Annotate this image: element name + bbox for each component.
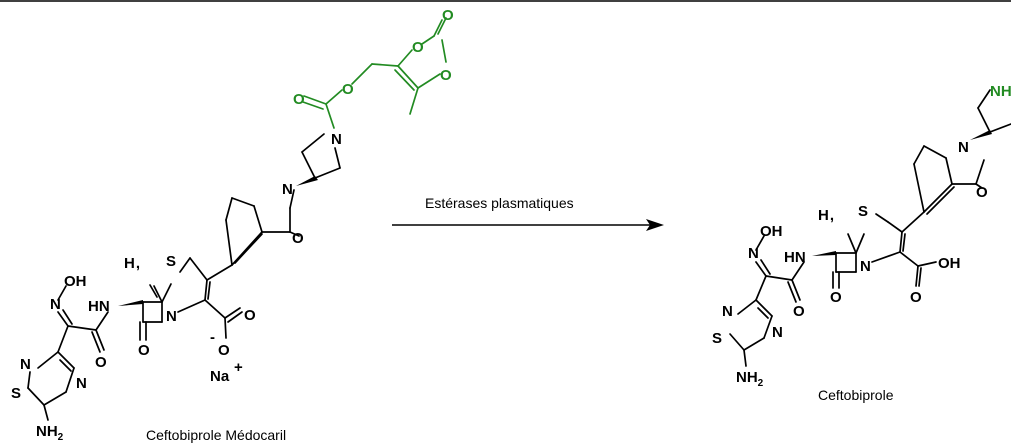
reactant-n-atom-lactam: N (166, 308, 177, 325)
reactant-pyrrolidine-bonds (289, 133, 341, 209)
reactant-s-atom-ring: S (11, 385, 21, 402)
product-n-atom-2: N (772, 324, 783, 341)
reaction-arrow (392, 219, 664, 231)
product-caption: Ceftobiprole (818, 387, 894, 403)
reactant-dioxolone-carbonyl-o: O (442, 7, 454, 24)
reactant-nh2-subscript: 2 (58, 432, 64, 443)
reactant-carboxylate-o-minus: O (218, 342, 230, 359)
arrow-label: Estérases plasmatiques (425, 195, 574, 211)
reactant-amide-o: O (95, 354, 107, 371)
product-n-atom-1: N (722, 303, 733, 320)
reactant-na-counterion: Na (210, 368, 230, 385)
reactant-oxime-oh: OH (64, 273, 87, 290)
reactant-amide-hn: HN (88, 298, 110, 315)
reactant-vinyl-pyrrolidinone-bonds (225, 197, 300, 266)
product-oxime-oh: OH (760, 223, 783, 240)
reactant-caption: Ceftobiprole Médocaril (146, 427, 286, 443)
reactant-lactam-o: O (138, 342, 150, 359)
product-s-atom-core: S (858, 203, 868, 220)
product-pyrrolidinone-n: N (958, 139, 969, 156)
product-pyrrolidine-bonds (970, 89, 1011, 140)
product-pyrrolidinone-o: O (976, 184, 988, 201)
reactant-nh2-main: NH (36, 423, 58, 440)
product-pyrrolidine-nh: NH (990, 83, 1011, 100)
product-thiadiazole-ring (729, 299, 773, 367)
product-s-atom-ring: S (712, 330, 722, 347)
reactant-nh2-label: NH2 (36, 423, 64, 443)
product-nh2-main: NH (736, 369, 758, 386)
reactant-oxime-n-atom: N (50, 296, 61, 313)
reactant-thiadiazole-ring (27, 351, 75, 421)
product-molecule: N S N NH2 N OH O HN (712, 83, 1011, 403)
product-nh2-subscript: 2 (758, 378, 764, 389)
reactant-n-atom-2: N (76, 375, 87, 392)
product-amide-o: O (793, 303, 805, 320)
reactant-dioxolone-o-1: O (412, 39, 424, 56)
reactant-s-atom-core: S (166, 253, 176, 270)
reactant-carbamate-o: O (293, 91, 305, 108)
product-vinyl-pyrrolidinone-bonds (913, 145, 985, 215)
reactant-cephem-core-bonds (118, 257, 243, 341)
product-n-atom-lactam: N (860, 258, 871, 275)
reactant-minus-sign: - (210, 329, 215, 346)
reactant-plus-sign: + (234, 359, 243, 376)
product-acid-oh: OH (938, 255, 961, 272)
reactant-medocaril-moiety (302, 17, 447, 129)
reactant-pyrrolidine-n: N (331, 131, 342, 148)
reactant-ester-o: O (342, 81, 354, 98)
product-oxime-amide-bonds (755, 235, 805, 303)
product-lactam-o: O (830, 289, 842, 306)
reactant-h-symbol: H (124, 255, 135, 272)
reactant-n-atom-1: N (20, 356, 31, 373)
reactant-molecule: N S N NH2 N OH O HN (11, 7, 454, 443)
reactant-pyrrolidinone-o: O (292, 230, 304, 247)
reactant-oxime-amide-bonds (57, 285, 109, 353)
product-cephem-core-bonds (812, 211, 937, 289)
product-h-atom: H, (818, 207, 834, 224)
product-amide-hn: HN (784, 249, 806, 266)
product-oxime-n-atom: N (748, 245, 759, 262)
product-acid-carbonyl-o: O (910, 289, 922, 306)
reactant-pyrrolidinone-n: N (282, 181, 293, 198)
reactant-dioxolone-o-2: O (440, 67, 452, 84)
product-nh2-label: NH2 (736, 369, 764, 389)
product-h-symbol: H (818, 207, 829, 224)
reactant-carboxylate-o: O (244, 307, 256, 324)
reactant-h-atom: H, (124, 255, 140, 272)
